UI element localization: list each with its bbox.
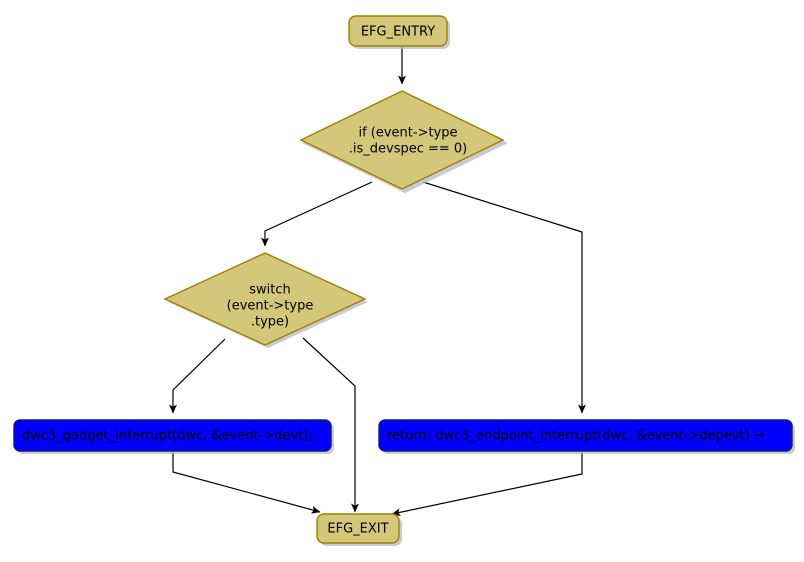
decision-switch-label-line1: switch: [249, 283, 291, 298]
edge-switch-to-exit: [302, 337, 359, 513]
node-action-gadget[interactable]: dwc3_gadget_interrupt(dwc, &event->devt)…: [13, 419, 334, 454]
node-decision-devspec[interactable]: if (event->type .is_devspec == 0): [299, 90, 508, 193]
decision-devspec-diamond[interactable]: [299, 90, 505, 190]
action-endpoint-label: return; dwc3_endpoint_interrupt(dwc, &ev…: [387, 429, 765, 444]
exit-label: EFG_EXIT: [327, 522, 388, 537]
edge-decision-to-switch: [261, 181, 373, 247]
edge-endpoint-to-exit: [391, 451, 583, 517]
decision-switch-label-line3: .type): [251, 315, 289, 330]
node-efg-exit[interactable]: EFG_EXIT: [316, 513, 402, 546]
entry-box[interactable]: [348, 15, 448, 47]
decision-devspec-label-line2: .is_devspec == 0): [349, 142, 468, 157]
edge-decision-to-endpoint: [422, 181, 586, 414]
entry-label: EFG_ENTRY: [361, 25, 435, 40]
node-action-endpoint[interactable]: return; dwc3_endpoint_interrupt(dwc, &ev…: [378, 419, 795, 454]
edge-layer: [169, 47, 586, 517]
node-decision-switch[interactable]: switch (event->type .type): [163, 252, 368, 348]
exit-box[interactable]: [316, 513, 400, 544]
action-endpoint-box[interactable]: [378, 419, 793, 452]
action-gadget-box[interactable]: [13, 419, 332, 452]
decision-devspec-label-line1: if (event->type: [358, 126, 457, 141]
decision-switch-diamond[interactable]: [163, 252, 367, 346]
action-gadget-label: dwc3_gadget_interrupt(dwc, &event->devt)…: [22, 429, 313, 444]
edge-switch-to-gadget: [169, 338, 226, 414]
node-efg-entry[interactable]: EFG_ENTRY: [348, 15, 450, 49]
decision-switch-label-line2: (event->type: [227, 299, 314, 314]
edge-gadget-to-exit: [172, 451, 321, 514]
